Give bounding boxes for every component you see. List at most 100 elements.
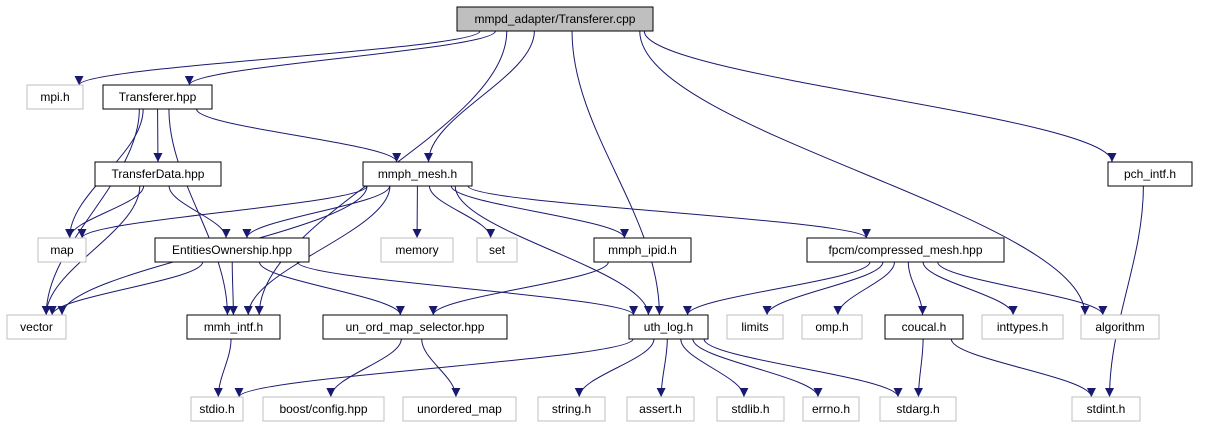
node-box-inttypes	[981, 314, 1064, 340]
node-box-stdint	[1071, 396, 1141, 422]
edge-fpcm-to-inttypes	[922, 261, 1018, 316]
edge-mmph_mesh-to-fpcm	[467, 185, 871, 239]
node-boostcfg: boost/config.hpp	[262, 396, 385, 422]
node-box-algorithm	[1080, 314, 1160, 340]
node-coucal[interactable]: coucal.h	[884, 314, 964, 340]
node-label-fpcm: fpcm/compressed_mesh.hpp	[828, 243, 982, 257]
node-box-stdio	[190, 396, 244, 422]
node-box-entities	[154, 237, 310, 263]
node-label-algorithm: algorithm	[1095, 320, 1144, 334]
edge-fpcm-to-omp	[833, 261, 895, 316]
edges	[41, 30, 1144, 398]
node-box-stdarg	[879, 396, 957, 422]
node-box-boostcfg	[262, 396, 385, 422]
edge-mmph_mesh-to-uth_log	[454, 185, 653, 316]
edge-fpcm-to-limits	[762, 261, 884, 316]
node-box-transferdata	[94, 161, 222, 187]
node-label-boostcfg: boost/config.hpp	[279, 402, 367, 416]
node-box-string	[537, 396, 606, 422]
edge-root-to-uth_log	[571, 30, 664, 316]
node-box-mmph_mesh	[362, 161, 473, 187]
edge-unord-to-boostcfg	[326, 338, 402, 398]
node-label-coucal: coucal.h	[902, 320, 947, 334]
node-stdio: stdio.h	[190, 396, 244, 422]
node-label-assert: assert.h	[639, 402, 682, 416]
edge-transferer_hpp-to-mmph_mesh	[196, 108, 402, 163]
edge-root-to-mmph_mesh	[424, 30, 535, 163]
node-box-vector	[6, 314, 67, 340]
edge-transferdata-to-map	[65, 185, 145, 239]
node-box-memory	[380, 237, 454, 263]
edge-root-to-transferer_hpp	[184, 30, 496, 86]
node-vector: vector	[6, 314, 67, 340]
node-label-transferdata: TransferData.hpp	[112, 167, 205, 181]
node-label-transferer_hpp: Transferer.hpp	[119, 90, 197, 104]
node-label-stdarg: stdarg.h	[896, 402, 939, 416]
node-label-memory: memory	[395, 243, 438, 257]
edge-coucal-to-stdint	[950, 338, 1096, 398]
node-omp: omp.h	[801, 314, 863, 340]
node-box-mpi	[26, 84, 84, 110]
edge-mmph_mesh-to-entities	[242, 185, 391, 239]
edge-fpcm-to-algorithm	[937, 261, 1108, 316]
edge-transferdata-to-vector	[41, 185, 141, 316]
node-stdarg: stdarg.h	[879, 396, 957, 422]
edge-uth_log-to-errno	[692, 338, 823, 398]
edge-pch_intf-to-stdint	[1105, 185, 1144, 398]
node-box-unord	[322, 314, 508, 340]
edge-mmph_mesh-to-mmph_ipid	[450, 185, 629, 239]
edge-transferer_hpp-to-vector	[41, 108, 140, 316]
edge-fpcm-to-uth_log	[683, 261, 871, 316]
node-box-set	[476, 237, 518, 263]
node-label-vector: vector	[20, 320, 53, 334]
node-mmph_ipid[interactable]: mmph_ipid.h	[593, 237, 692, 263]
node-transferdata[interactable]: TransferData.hpp	[94, 161, 222, 187]
node-label-inttypes: inttypes.h	[997, 320, 1048, 334]
node-box-fpcm	[806, 237, 1005, 263]
node-root[interactable]: mmpd_adapter/Transferer.cpp	[456, 6, 654, 32]
node-box-limits	[726, 314, 784, 340]
edge-root-to-algorithm	[639, 30, 1090, 316]
node-string: string.h	[537, 396, 606, 422]
node-mpi: mpi.h	[26, 84, 84, 110]
node-box-omp	[801, 314, 863, 340]
edge-uth_log-to-stdlib	[680, 338, 749, 398]
node-label-mmph_ipid: mmph_ipid.h	[608, 243, 677, 257]
edge-root-to-mpi	[74, 30, 481, 86]
node-box-mmph_ipid	[593, 237, 692, 263]
edge-mmph_mesh-to-map	[77, 185, 368, 239]
node-unordered_map: unordered_map	[402, 396, 517, 422]
node-label-stdlib: stdlib.h	[731, 402, 769, 416]
node-mmph_mesh[interactable]: mmph_mesh.h	[362, 161, 473, 187]
node-label-limits: limits	[741, 320, 768, 334]
node-uth_log[interactable]: uth_log.h	[628, 314, 709, 340]
edge-transferdata-to-entities	[168, 185, 231, 239]
node-mmh_intf[interactable]: mmh_intf.h	[186, 314, 281, 340]
node-unord[interactable]: un_ord_map_selector.hpp	[322, 314, 508, 340]
node-box-assert	[626, 396, 695, 422]
node-transferer_hpp[interactable]: Transferer.hpp	[102, 84, 213, 110]
edge-mmph_mesh-to-set	[428, 185, 496, 239]
node-box-errno	[802, 396, 860, 422]
node-errno: errno.h	[802, 396, 860, 422]
node-pch_intf[interactable]: pch_intf.h	[1107, 161, 1193, 187]
node-label-uth_log: uth_log.h	[644, 320, 693, 334]
edge-entities-to-uth_log	[296, 261, 638, 316]
node-label-root: mmpd_adapter/Transferer.cpp	[475, 12, 636, 26]
edge-fpcm-to-coucal	[907, 261, 928, 316]
node-stdlib: stdlib.h	[716, 396, 785, 422]
node-box-root	[456, 6, 654, 32]
node-box-mmh_intf	[186, 314, 281, 340]
edge-entities-to-unord	[258, 261, 405, 316]
node-box-transferer_hpp	[102, 84, 213, 110]
node-label-pch_intf: pch_intf.h	[1124, 167, 1176, 181]
node-fpcm[interactable]: fpcm/compressed_mesh.hpp	[806, 237, 1005, 263]
node-box-stdlib	[716, 396, 785, 422]
edge-uth_log-to-assert	[656, 338, 668, 398]
node-entities[interactable]: EntitiesOwnership.hpp	[154, 237, 310, 263]
node-label-unordered_map: unordered_map	[417, 402, 502, 416]
node-limits: limits	[726, 314, 784, 340]
node-label-mmh_intf: mmh_intf.h	[204, 320, 263, 334]
